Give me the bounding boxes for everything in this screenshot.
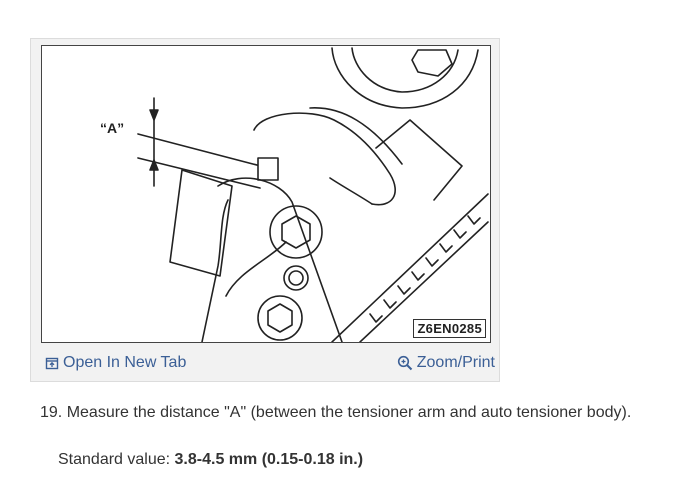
dimension-label-a: “A” <box>100 120 125 136</box>
standard-value-number: 3.8-4.5 mm (0.15-0.18 in.) <box>174 451 364 468</box>
open-in-new-tab-link[interactable]: Open In New Tab <box>45 354 186 372</box>
tensioner-diagram: “A” Z6EN0285 <box>41 45 491 343</box>
zoom-print-label: Zoom/Print <box>416 354 495 371</box>
standard-value: Standard value: 3.8-4.5 mm (0.15-0.18 in… <box>58 451 363 469</box>
diagram-drawing <box>137 47 489 342</box>
external-tab-icon <box>45 357 59 370</box>
open-in-new-tab-label: Open In New Tab <box>63 354 187 371</box>
magnifier-icon <box>397 355 412 371</box>
figure-panel: “A” Z6EN0285 Open In New Tab Zoom/Print <box>30 38 500 382</box>
figure-code: Z6EN0285 <box>413 319 486 338</box>
figure-toolbar: Open In New Tab Zoom/Print <box>41 351 495 375</box>
standard-value-label: Standard value: <box>58 451 175 468</box>
step-instruction: 19. Measure the distance "A" (between th… <box>40 404 632 421</box>
zoom-print-link[interactable]: Zoom/Print <box>397 354 495 372</box>
